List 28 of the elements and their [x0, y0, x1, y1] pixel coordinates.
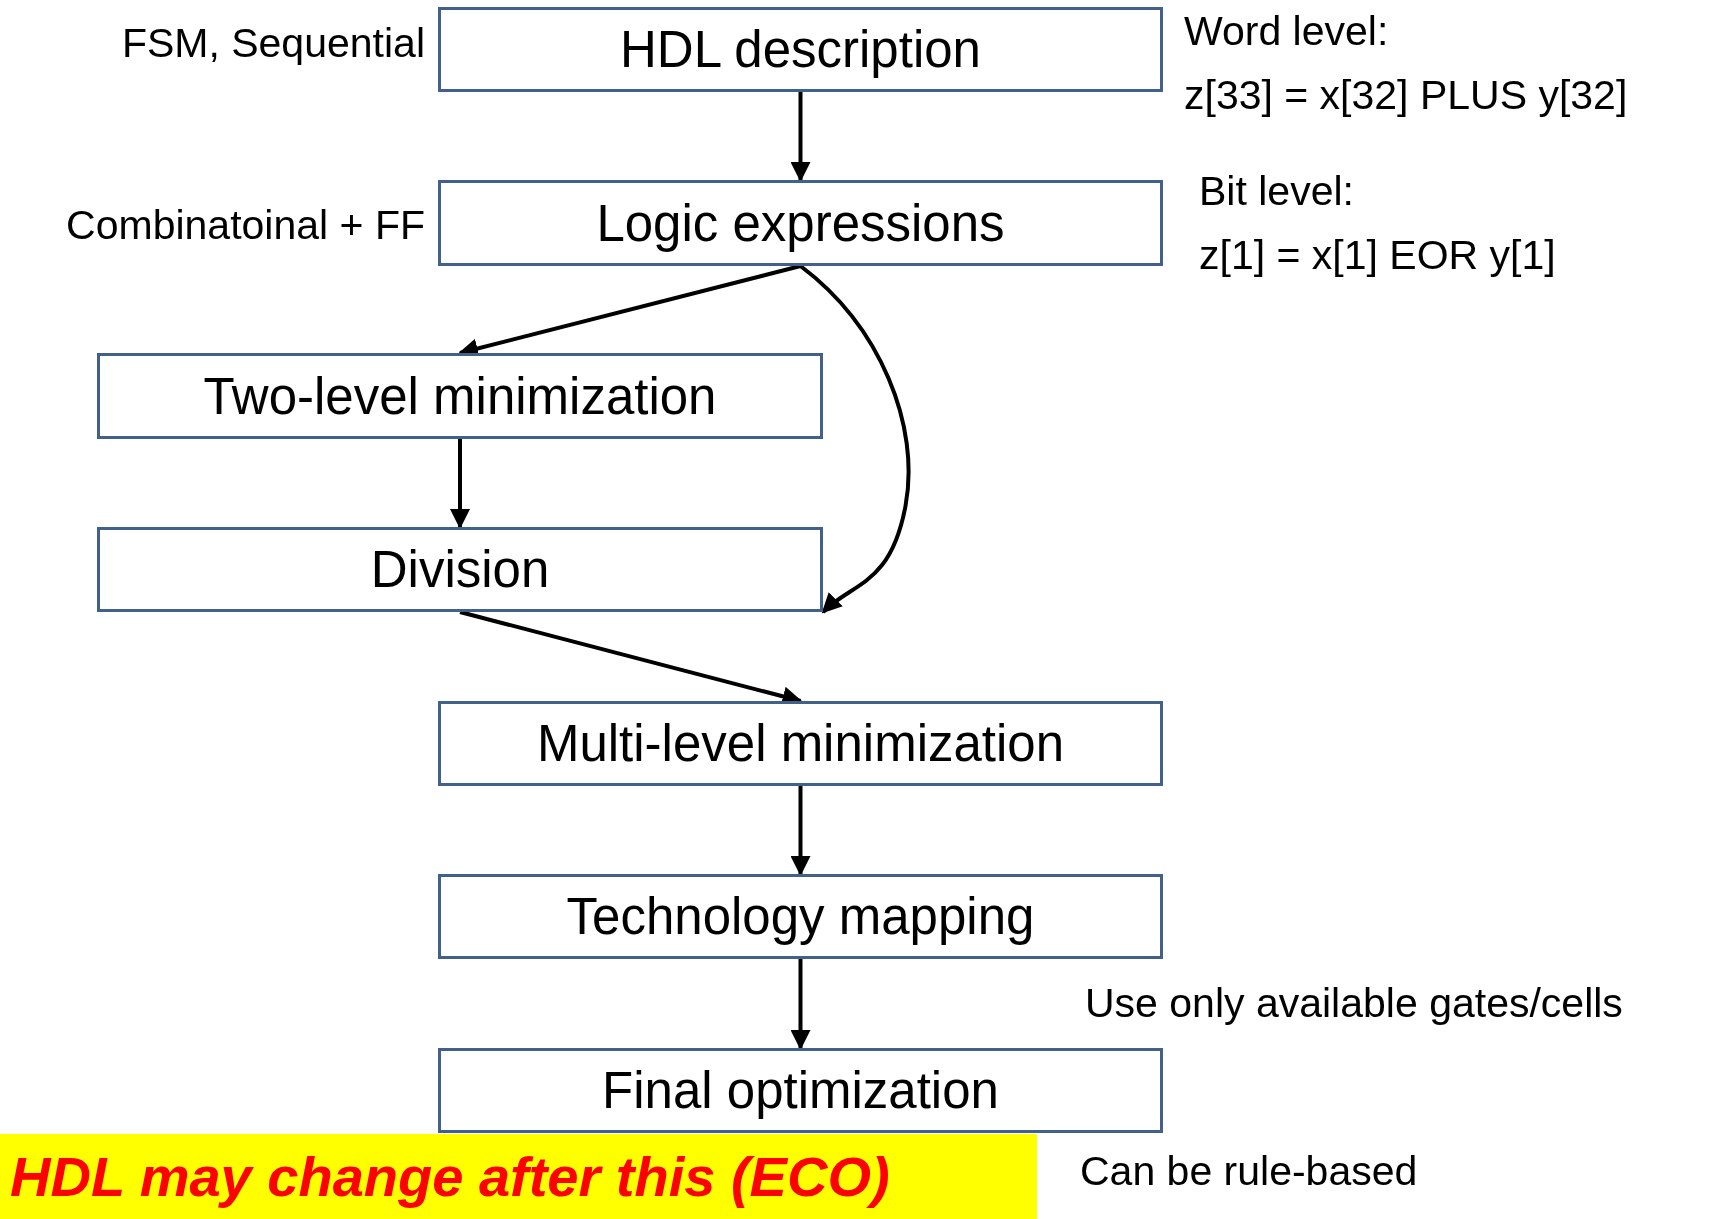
box-label: Multi-level minimization	[536, 714, 1065, 773]
side-note: z[33] = x[32] PLUS y[32]	[1184, 72, 1628, 119]
process-box	[438, 180, 1163, 266]
warning-banner: HDL may change after this (ECO)	[0, 1134, 1037, 1219]
box-label: Final optimization	[602, 1061, 999, 1120]
process-box	[438, 701, 1163, 786]
side-note: Can be rule-based	[1080, 1148, 1418, 1195]
box-label: Technology mapping	[566, 887, 1035, 946]
side-note: Word level:	[1184, 8, 1389, 55]
side-note: FSM, Sequential	[120, 20, 425, 67]
side-note: z[1] = x[1] EOR y[1]	[1199, 232, 1556, 279]
process-box	[438, 874, 1163, 959]
box-label: HDL description	[620, 20, 981, 79]
arrow	[790, 786, 811, 876]
process-box	[438, 7, 1163, 92]
side-note: Use only available gates/cells	[1085, 980, 1623, 1027]
side-note: Combinatoinal + FF	[65, 202, 425, 249]
box-label: Logic expressions	[596, 193, 1005, 253]
process-box	[97, 527, 823, 612]
box-label: Division	[370, 540, 550, 599]
box-label: Two-level minimization	[203, 366, 717, 426]
arrow	[790, 92, 811, 182]
arrow	[790, 959, 811, 1050]
arrow	[799, 264, 911, 614]
arrow	[450, 439, 470, 529]
side-note: Bit level:	[1199, 168, 1354, 215]
process-box	[97, 353, 823, 439]
process-box	[438, 1048, 1163, 1133]
